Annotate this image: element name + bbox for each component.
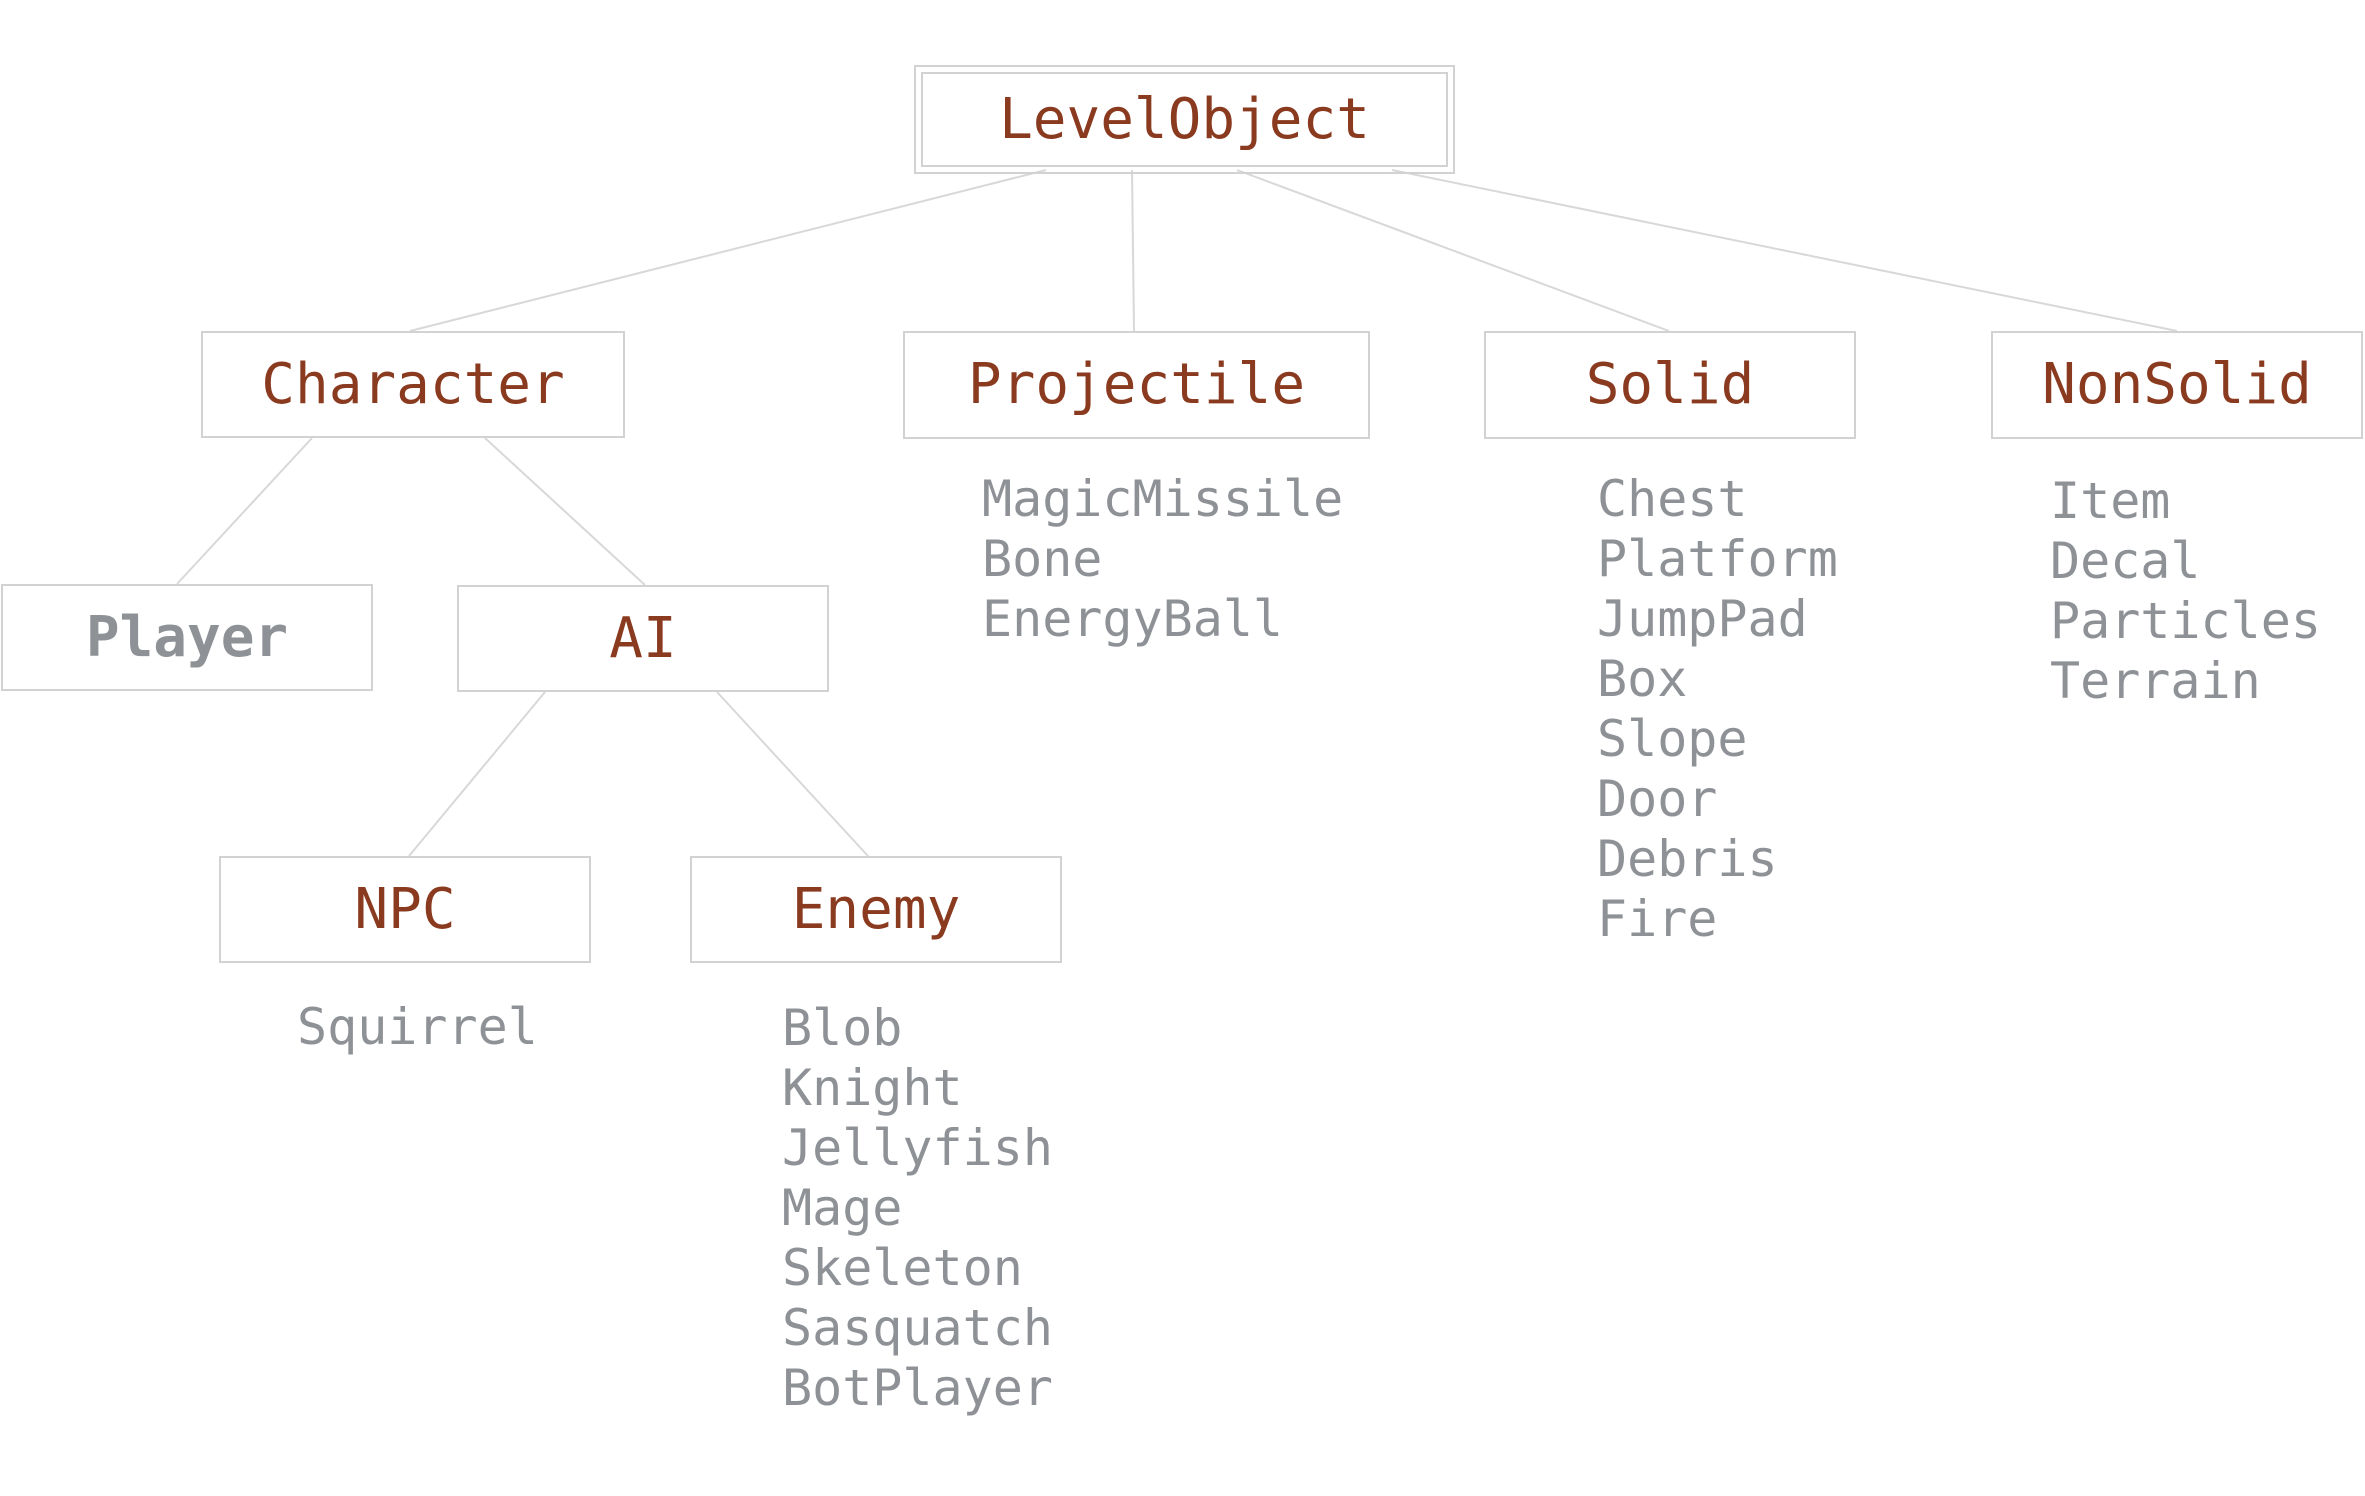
subclass-item: Chest	[1597, 470, 1748, 528]
subclass-item: Item	[2050, 472, 2171, 530]
subclass-item: Box	[1597, 650, 1688, 708]
node-nonsolid: NonSolid	[1991, 331, 2363, 439]
subclass-item: JumpPad	[1597, 590, 1808, 648]
subclass-item: Fire	[1597, 890, 1718, 948]
node-character: Character	[201, 331, 625, 438]
subclass-item: Knight	[782, 1059, 963, 1117]
subclass-item: Slope	[1597, 710, 1748, 768]
subclass-item: Skeleton	[782, 1239, 1023, 1297]
node-label: LevelObject	[999, 86, 1370, 152]
edge-levelobject-nonsolid	[1391, 169, 2178, 332]
node-label: Player	[85, 604, 289, 670]
node-levelobject: LevelObject	[914, 65, 1455, 174]
node-projectile: Projectile	[903, 331, 1370, 439]
subclass-item: Jellyfish	[782, 1119, 1053, 1177]
subclass-item: Platform	[1597, 530, 1838, 588]
subclass-item: Squirrel	[297, 998, 538, 1056]
subclass-item: Decal	[2050, 532, 2201, 590]
node-label: Character	[261, 351, 565, 417]
subclass-item: Door	[1597, 770, 1718, 828]
npc-subclasses: Squirrel	[297, 997, 538, 1057]
subclass-item: Sasquatch	[782, 1299, 1053, 1357]
edge-levelobject-projectile	[1131, 169, 1135, 332]
node-solid: Solid	[1484, 331, 1856, 439]
node-label: NonSolid	[2042, 352, 2312, 417]
node-npc: NPC	[219, 856, 591, 963]
edge-levelobject-solid	[1236, 169, 1670, 332]
edge-ai-enemy	[716, 691, 869, 857]
edge-character-player	[176, 437, 313, 585]
edge-ai-npc	[408, 691, 546, 857]
node-label: Solid	[1585, 352, 1755, 417]
edge-levelobject-character	[409, 169, 1047, 332]
node-label: NPC	[354, 876, 456, 942]
node-label: AI	[609, 605, 677, 671]
subclass-item: EnergyBall	[982, 590, 1284, 648]
node-ai: AI	[457, 585, 829, 692]
subclass-item: Blob	[782, 999, 903, 1057]
subclass-item: BotPlayer	[782, 1359, 1053, 1417]
node-enemy: Enemy	[690, 856, 1062, 963]
subclass-item: MagicMissile	[982, 470, 1344, 528]
subclass-item: Particles	[2050, 592, 2321, 650]
node-label: Projectile	[967, 352, 1306, 417]
subclass-item: Terrain	[2050, 652, 2261, 710]
subclass-item: Debris	[1597, 830, 1778, 888]
node-player: Player	[1, 584, 373, 691]
edge-character-ai	[484, 437, 646, 586]
subclass-item: Bone	[982, 530, 1103, 588]
subclass-item: Mage	[782, 1179, 903, 1237]
node-label: Enemy	[791, 876, 961, 942]
